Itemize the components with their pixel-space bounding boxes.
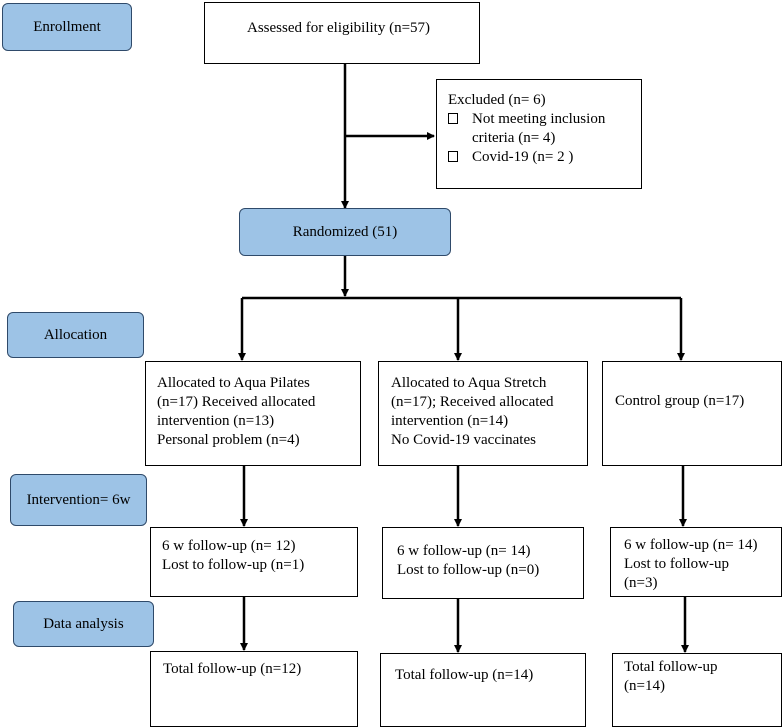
box-line: Control group (n=17) xyxy=(615,393,745,409)
box-line: Total follow-up xyxy=(624,659,718,675)
excluded-item: Not meeting inclusion xyxy=(448,110,641,129)
box-line: (n=17); Received allocated xyxy=(391,394,554,410)
box-line: Allocated to Aqua Pilates xyxy=(157,375,310,391)
excluded-item-continuation: criteria (n= 4) xyxy=(472,130,556,146)
box-line: Personal problem (n=4) xyxy=(157,432,300,448)
randomized-label: Randomized (51) xyxy=(292,223,398,240)
aqua-pilates-followup-box: 6 w follow-up (n= 12) Lost to follow-up … xyxy=(150,527,358,597)
stage-enrollment: Enrollment xyxy=(2,3,132,51)
stage-allocation-label: Allocation xyxy=(43,326,108,343)
aqua-stretch-total-box: Total follow-up (n=14) xyxy=(380,653,586,727)
control-followup-box: 6 w follow-up (n= 14) Lost to follow-up … xyxy=(610,527,782,597)
excluded-title: Excluded (n= 6) xyxy=(448,92,546,108)
stage-enrollment-label: Enrollment xyxy=(33,18,101,35)
box-line: (n=17) Received allocated xyxy=(157,394,316,410)
assessed-box: Assessed for eligibility (n=57) xyxy=(204,2,480,64)
box-line: Total follow-up (n=14) xyxy=(395,667,534,683)
box-line: intervention (n=13) xyxy=(157,413,275,429)
box-line: intervention (n=14) xyxy=(391,413,509,429)
assessed-text: Assessed for eligibility (n=57) xyxy=(247,20,431,36)
stage-intervention: Intervention= 6w xyxy=(10,474,147,526)
box-line: Allocated to Aqua Stretch xyxy=(391,375,547,391)
aqua-pilates-total-box: Total follow-up (n=12) xyxy=(150,651,358,727)
box-line: Lost to follow-up (n=0) xyxy=(397,562,540,578)
stage-intervention-label: Intervention= 6w xyxy=(26,491,131,508)
control-allocation-box: Control group (n=17) xyxy=(602,361,782,466)
box-line: Lost to follow-up (n=1) xyxy=(162,557,305,573)
aqua-stretch-allocation-box: Allocated to Aqua Stretch (n=17); Receiv… xyxy=(378,361,588,466)
randomized-box: Randomized (51) xyxy=(239,208,451,256)
box-line: Total follow-up (n=12) xyxy=(163,661,302,677)
excluded-box: Excluded (n= 6) Not meeting inclusion cr… xyxy=(436,79,642,189)
excluded-item: Covid-19 (n= 2 ) xyxy=(448,148,641,167)
box-line: Lost to follow-up xyxy=(624,556,729,572)
box-line: (n=14) xyxy=(624,678,665,694)
box-line: No Covid-19 vaccinates xyxy=(391,432,536,448)
box-line: (n=3) xyxy=(624,575,658,591)
checkbox-icon xyxy=(448,113,458,124)
box-line: 6 w follow-up (n= 12) xyxy=(162,538,296,554)
stage-data-analysis-label: Data analysis xyxy=(43,615,124,632)
aqua-stretch-followup-box: 6 w follow-up (n= 14) Lost to follow-up … xyxy=(382,527,584,599)
stage-data-analysis: Data analysis xyxy=(13,601,154,647)
stage-allocation: Allocation xyxy=(7,312,144,358)
box-line: 6 w follow-up (n= 14) xyxy=(397,543,531,559)
box-line: 6 w follow-up (n= 14) xyxy=(624,537,758,553)
aqua-pilates-allocation-box: Allocated to Aqua Pilates (n=17) Receive… xyxy=(145,361,361,466)
control-total-box: Total follow-up (n=14) xyxy=(612,653,782,727)
checkbox-icon xyxy=(448,151,458,162)
